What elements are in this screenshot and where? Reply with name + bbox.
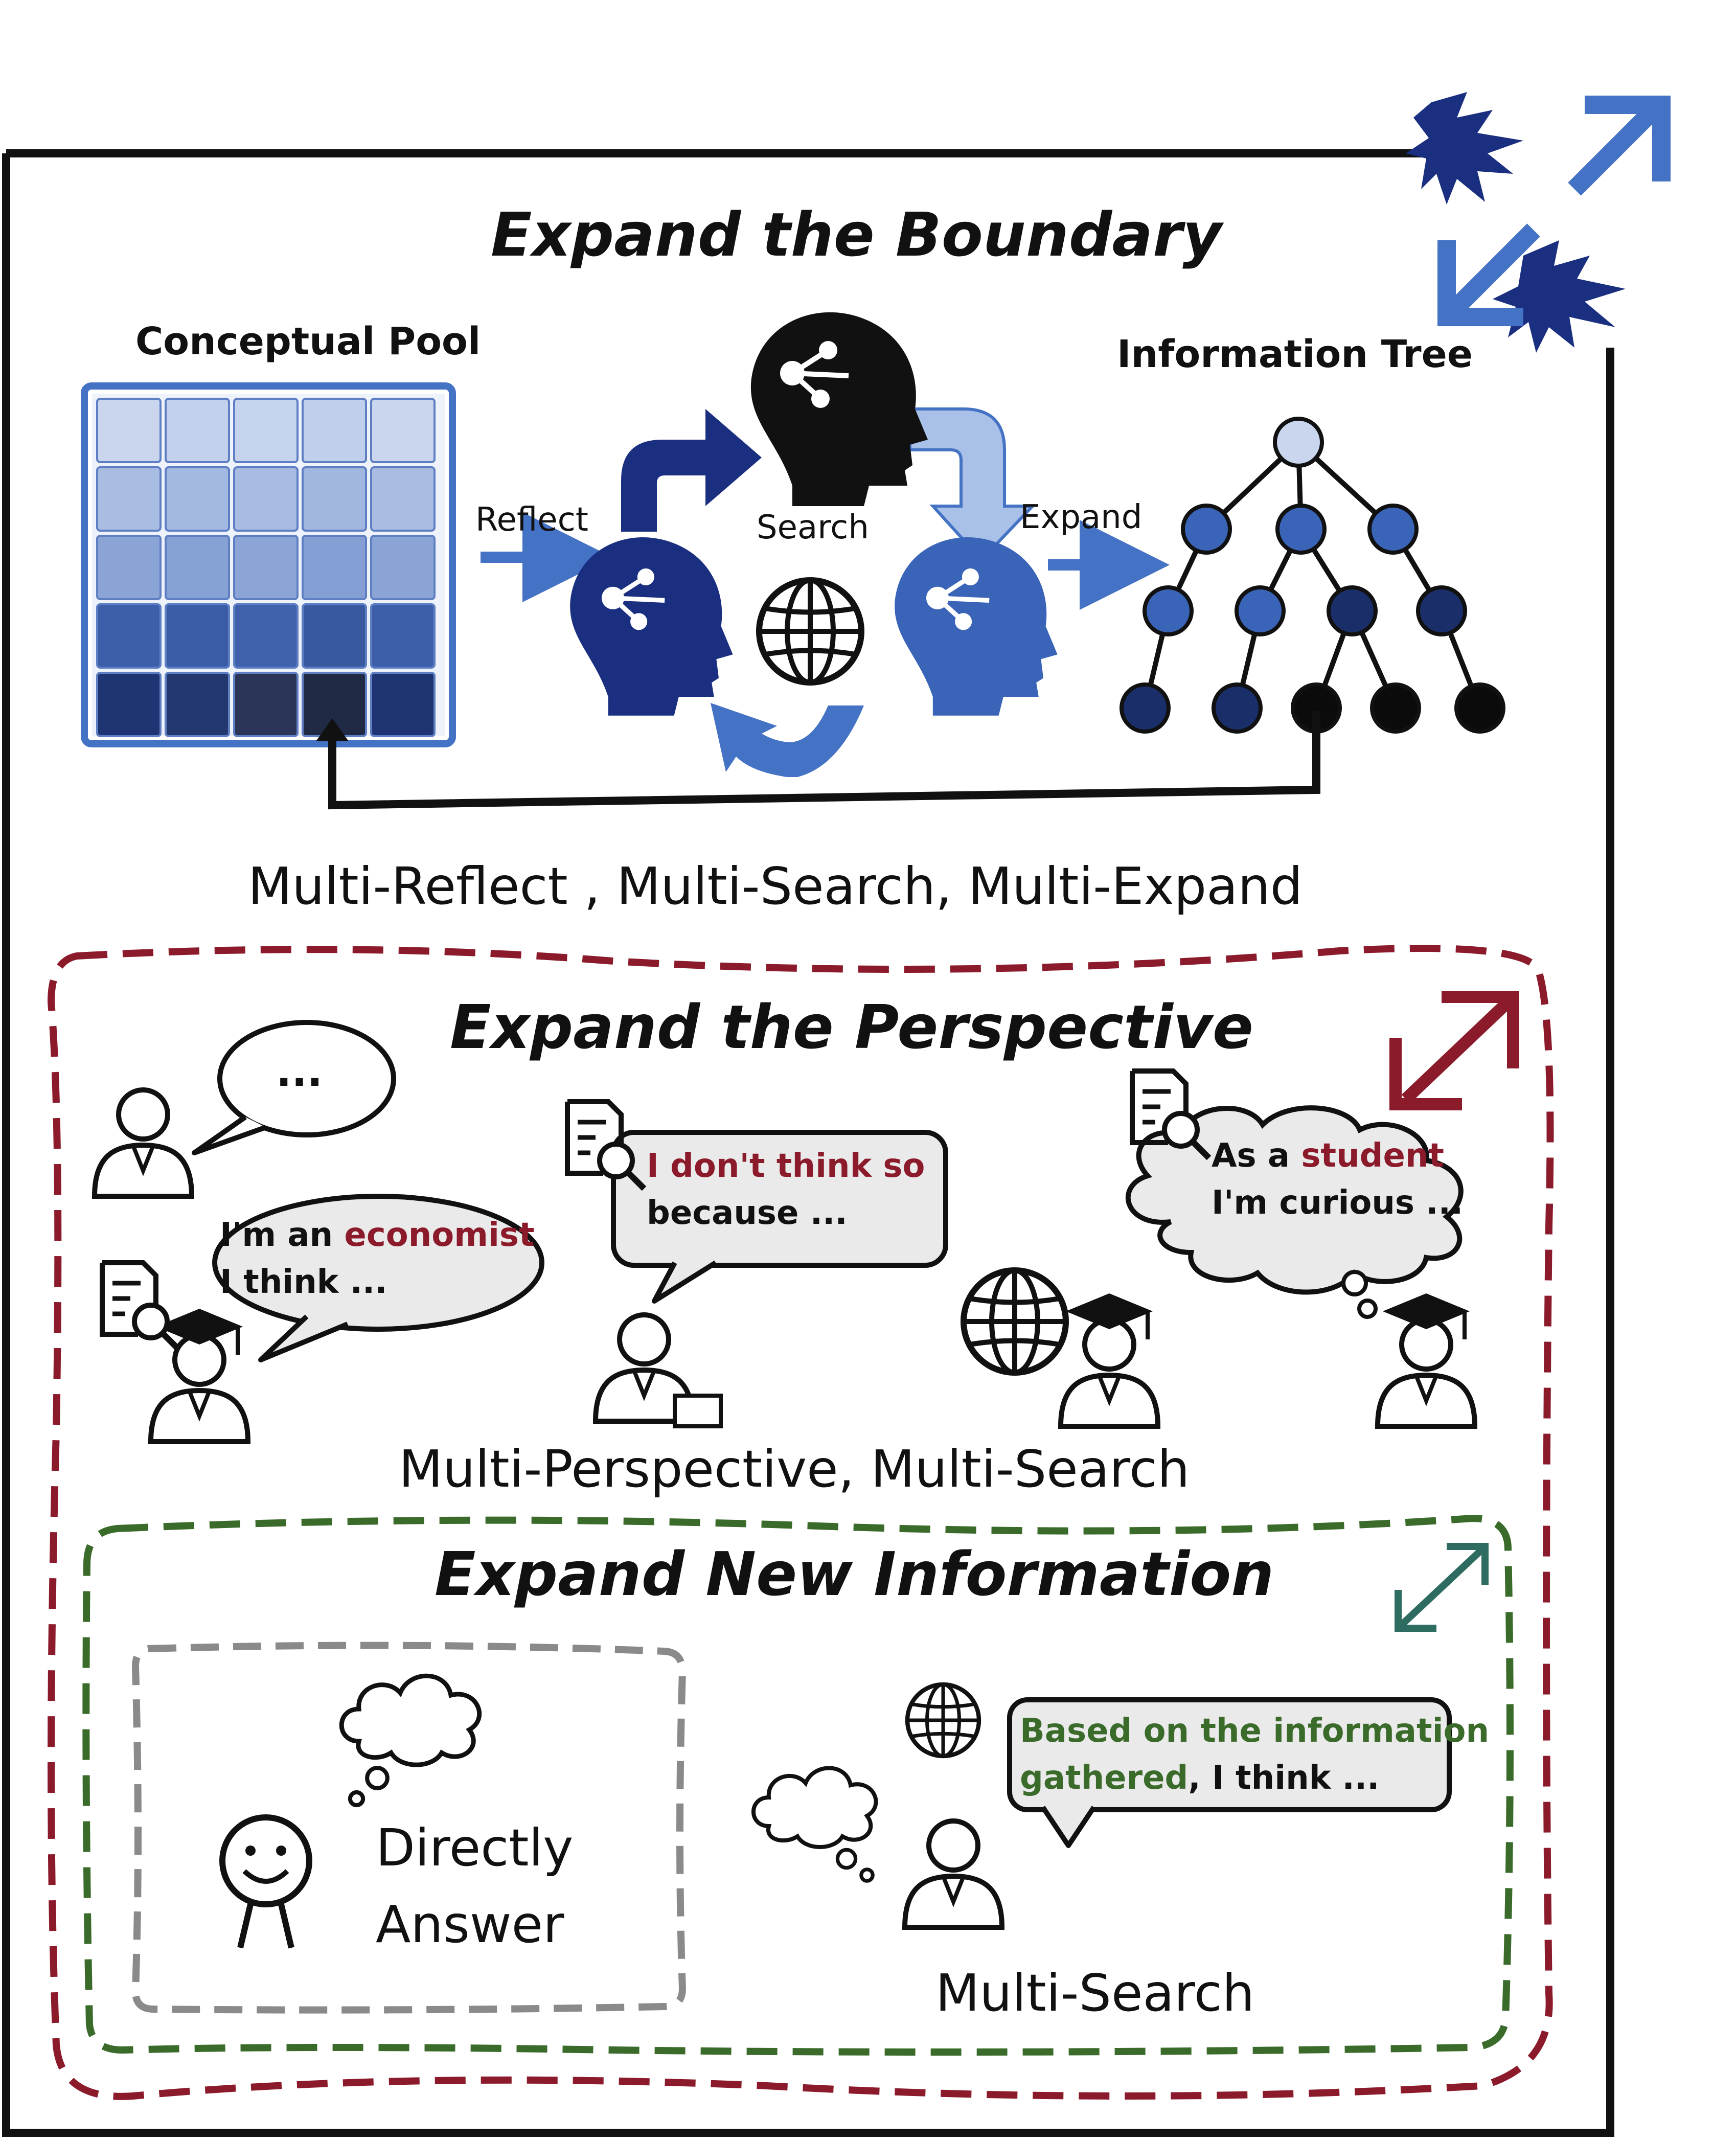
pool-cell (302, 398, 367, 463)
globe-icon (907, 1684, 979, 1756)
pool-cell (233, 535, 299, 600)
new-info-expand-icon (1395, 1543, 1489, 1632)
direct-answer-line2: Answer (376, 1895, 564, 1954)
outer-frame (2, 149, 1614, 2137)
smiley-icon (219, 1814, 312, 1949)
globe-icon (759, 580, 861, 682)
pool-cell (165, 672, 230, 737)
thinking-head-left (570, 537, 733, 716)
expand-label: Expand (1020, 498, 1143, 536)
information-text-a: Based on the information (1020, 1712, 1490, 1750)
doc-search-icon (102, 1263, 179, 1350)
economist-bubble (212, 1194, 544, 1362)
thought-cloud-icon (341, 1676, 479, 1808)
tree-node (1275, 504, 1327, 555)
disagree-text-b: because ... (647, 1194, 848, 1232)
feedback-arrow (316, 711, 1320, 810)
student-text-a: As a (1212, 1137, 1301, 1175)
information-tree (1120, 417, 1505, 734)
pool-cell (96, 398, 162, 463)
graduate-icon (1378, 1293, 1475, 1426)
pool-cell (233, 398, 299, 463)
perspective-caption: Multi-Perspective, Multi-Search (399, 1439, 1190, 1499)
cycle-arrow-light (908, 407, 1036, 562)
student-icon (596, 1315, 723, 1428)
perspective-title: Expand the Perspective (450, 992, 1253, 1062)
tree-node (1454, 682, 1505, 734)
information-tree-label: Information Tree (1117, 332, 1473, 376)
boundary-title: Expand the Boundary (491, 199, 1222, 270)
person-icon (95, 1090, 192, 1196)
information-text: Based on the information gathered, I thi… (1020, 1707, 1489, 1802)
information-bubble (1007, 1697, 1452, 1848)
pool-cell (165, 535, 230, 600)
boundary-expand-icon (1406, 92, 1671, 353)
cycle-arrow-bottom (711, 703, 864, 777)
new-info-frame (82, 1514, 1514, 2056)
tree-node (1327, 585, 1378, 636)
pool-cell (165, 398, 230, 463)
pool-cell (370, 603, 436, 669)
disagree-bubble (611, 1130, 948, 1304)
disagree-text: I don't think so because ... (647, 1143, 925, 1237)
pool-cell (302, 603, 367, 669)
tree-node (1367, 504, 1419, 555)
pool-cell (96, 603, 162, 669)
pool-cell (233, 672, 299, 737)
pool-cell (370, 535, 436, 600)
pool-cell (302, 535, 367, 600)
tree-node (1212, 682, 1263, 734)
thinking-head-right (895, 537, 1058, 716)
search-label: Search (757, 509, 869, 546)
direct-answer-frame (131, 1642, 687, 2014)
conceptual-pool-label: Conceptual Pool (135, 320, 481, 363)
economist-text: I'm an economist I think ... (220, 1212, 535, 1306)
pool-cell (370, 398, 436, 463)
student-role: student (1301, 1137, 1444, 1175)
reflect-label: Reflect (475, 501, 588, 539)
tree-node (1235, 585, 1286, 636)
thinking-head-top (750, 312, 928, 506)
pool-cell (233, 603, 299, 669)
pool-cell (165, 603, 230, 669)
tree-node (1181, 504, 1232, 555)
economist-text-c: I think ... (220, 1263, 387, 1301)
information-text-b: gathered (1020, 1759, 1189, 1797)
pool-cell (96, 466, 162, 532)
globe-icon (964, 1270, 1066, 1373)
tree-node (1120, 682, 1171, 734)
student-text-c: I'm curious ... (1212, 1184, 1464, 1222)
researcher-icon (905, 1821, 1002, 1927)
pool-cell (233, 466, 299, 532)
direct-answer-line1: Directly (376, 1818, 574, 1878)
pool-cell (370, 466, 436, 532)
perspective-expand-icon (1389, 991, 1519, 1110)
economist-text-a: I'm an (220, 1216, 345, 1254)
tree-node (1273, 417, 1324, 468)
pool-cell (302, 466, 367, 532)
ellipsis-bubble (192, 1020, 396, 1155)
perspective-frame (47, 945, 1554, 2100)
tree-node (1143, 585, 1194, 636)
thought-cloud-icon (753, 1768, 876, 1883)
conceptual-pool-grid (81, 382, 456, 747)
pool-cell (96, 672, 162, 737)
pool-cell (96, 535, 162, 600)
pool-cell (165, 466, 230, 532)
new-info-caption: Multi-Search (935, 1963, 1255, 2023)
tree-node (1370, 682, 1421, 734)
boundary-caption: Multi-Reflect , Multi-Search, Multi-Expa… (248, 856, 1303, 916)
ellipsis-text: ... (276, 1048, 323, 1096)
pool-cell (370, 672, 436, 737)
new-info-title: Expand New Information (435, 1539, 1274, 1609)
tree-node (1416, 585, 1467, 636)
economist-role: economist (344, 1216, 535, 1254)
information-text-c: , I think ... (1188, 1759, 1380, 1797)
student-text: As a student I'm curious ... (1212, 1132, 1463, 1226)
graduate-icon (1061, 1293, 1158, 1426)
cycle-arrow-navy (621, 409, 762, 532)
direct-answer-text: Directly Answer (376, 1810, 573, 1963)
disagree-text-a: I don't think so (647, 1147, 925, 1185)
